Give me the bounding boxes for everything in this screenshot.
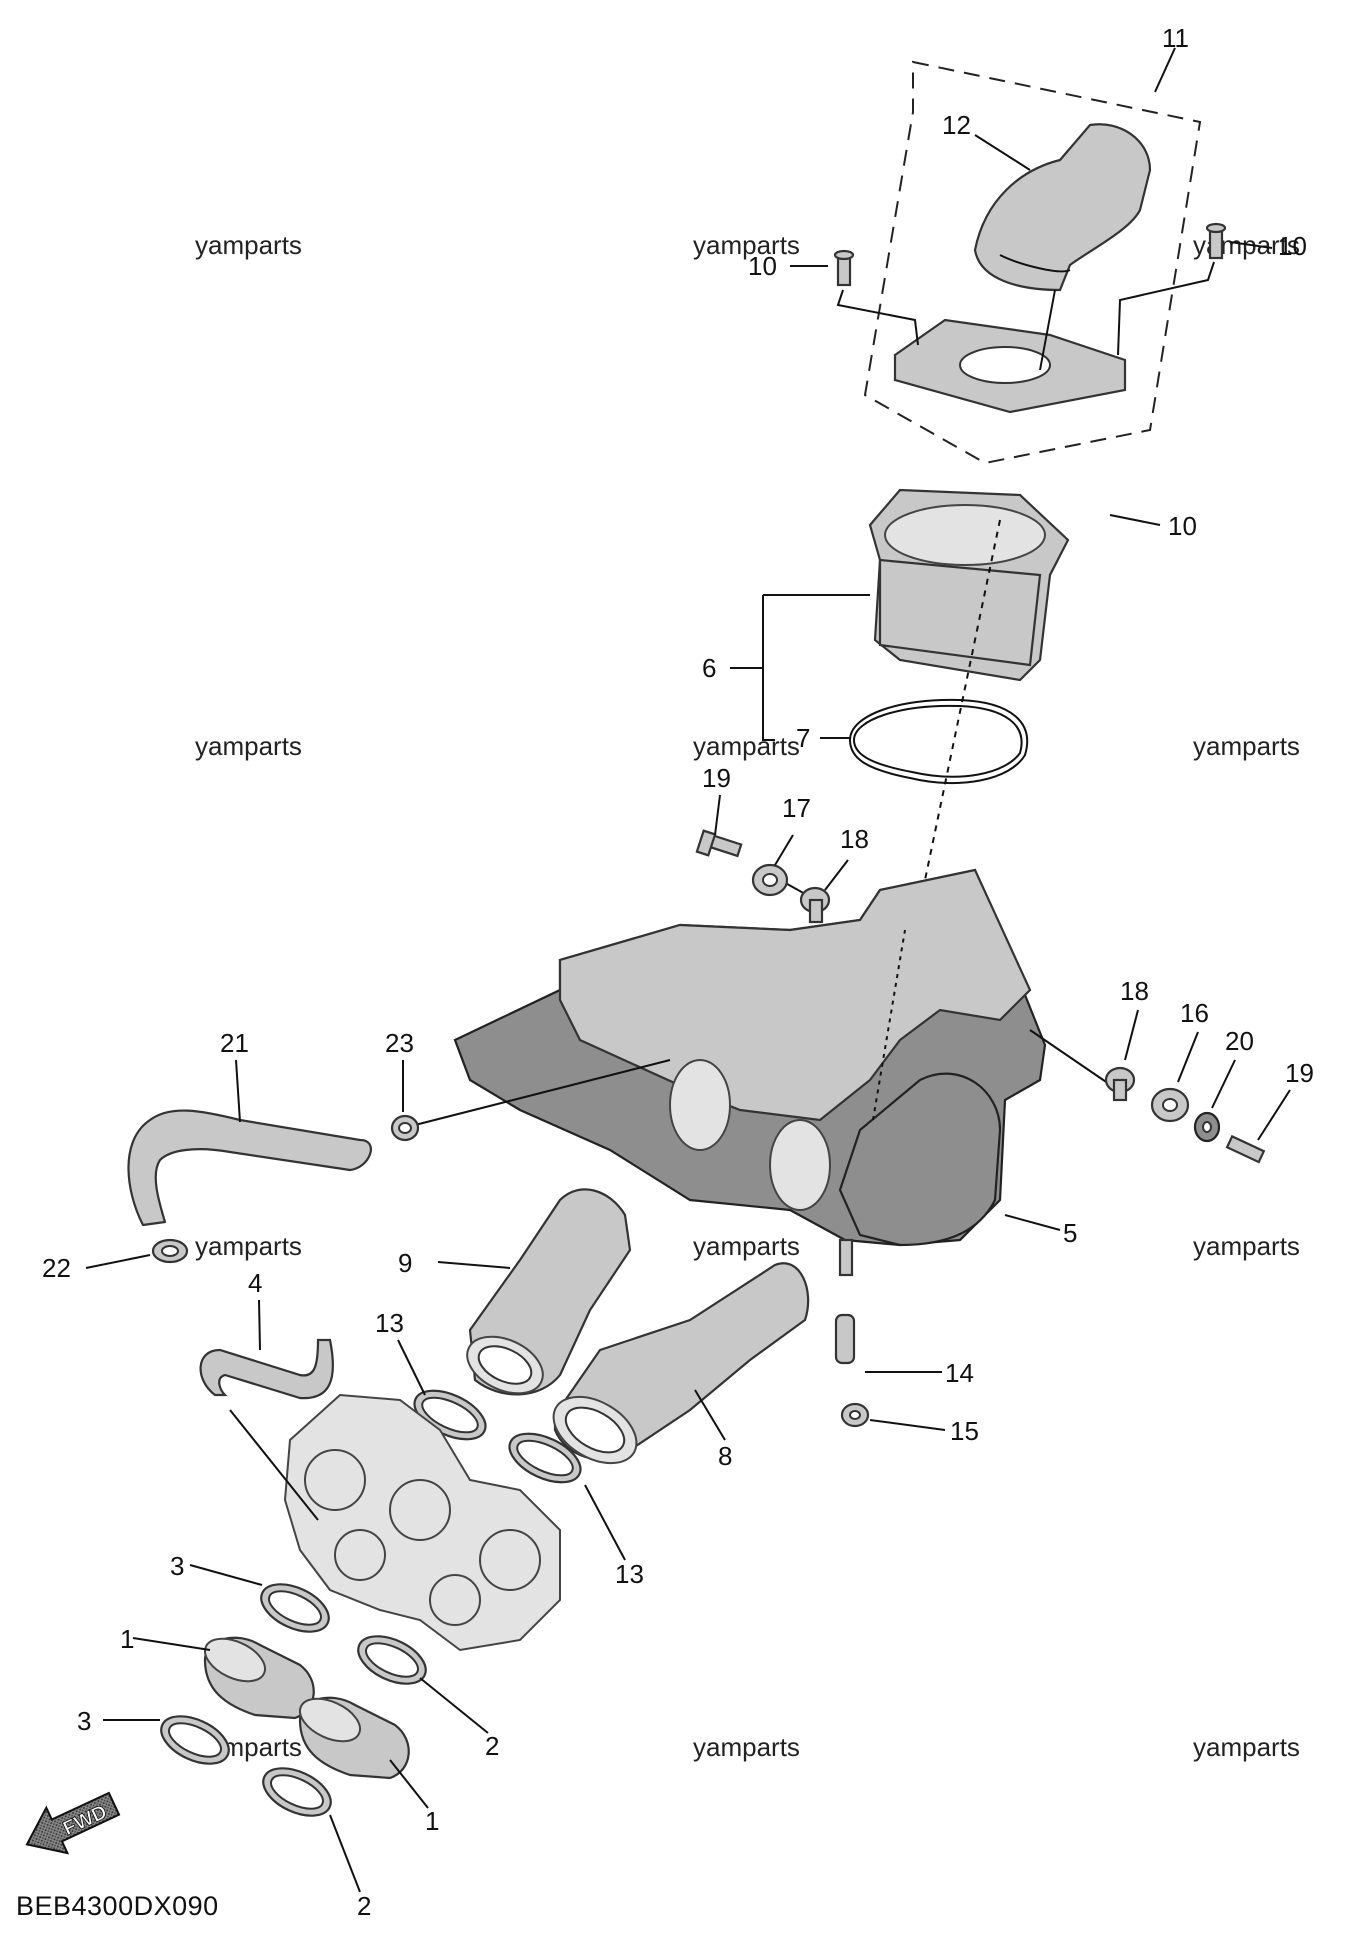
callout-7: 7 (796, 723, 810, 753)
washer-icon (1193, 1111, 1221, 1143)
grommet-icon (799, 886, 831, 924)
callout-13: 13 (615, 1559, 644, 1589)
callout-13: 13 (375, 1308, 404, 1338)
intake-duct-bend (973, 123, 1152, 292)
watermark: yamparts (693, 1231, 800, 1261)
callout-11: 11 (1162, 23, 1189, 53)
airbox (414, 868, 1116, 1247)
callout-21: 21 (220, 1028, 249, 1058)
bolt-icon (833, 249, 855, 287)
callout-20: 20 (1225, 1026, 1254, 1056)
callout-14: 14 (945, 1358, 974, 1388)
hose-clamp-icon (260, 1583, 330, 1633)
grommet-icon (1104, 1066, 1136, 1102)
callout-1: 1 (425, 1806, 439, 1836)
clip-icon (840, 1402, 870, 1428)
fastener-stack-right (1104, 1066, 1266, 1164)
watermark: yamparts (195, 731, 302, 761)
callout-18: 18 (840, 824, 869, 854)
hose-clamp-icon (508, 1432, 582, 1484)
callout-4: 4 (248, 1268, 262, 1298)
bolt-icon (695, 829, 743, 858)
vacuum-hose (199, 1338, 334, 1400)
callout-labels: 11 12 10 10 10 6 7 19 17 18 18 16 20 19 … (42, 23, 1314, 1921)
intake-boot-1 (203, 1636, 315, 1720)
watermark: yamparts (1193, 731, 1300, 761)
watermark: yamparts (693, 1732, 800, 1762)
callout-10: 10 (748, 251, 777, 281)
callout-10: 10 (1278, 231, 1307, 261)
bolt-icon (1225, 1134, 1266, 1164)
leader-lines (85, 47, 1291, 1893)
intake-boot-9 (466, 1188, 632, 1396)
callout-3: 3 (77, 1706, 91, 1736)
watermark: yamparts (693, 731, 800, 761)
hose-clamp-icon (151, 1238, 189, 1264)
watermark: yamparts (693, 230, 800, 260)
watermark: yamparts (195, 230, 302, 260)
callout-3: 3 (170, 1551, 184, 1581)
callout-2: 2 (357, 1891, 371, 1921)
callout-1: 1 (120, 1624, 134, 1654)
watermark: yamparts (1193, 1231, 1300, 1261)
watermarks: yamparts yamparts yamparts yamparts yamp… (195, 230, 1300, 1762)
intake-boot-1 (298, 1696, 410, 1780)
collar-icon (1150, 1087, 1190, 1123)
callout-18: 18 (1120, 976, 1149, 1006)
callout-17: 17 (782, 793, 811, 823)
gasket-ring (848, 698, 1029, 784)
hose-clamp-icon (357, 1635, 427, 1685)
callout-19: 19 (1285, 1058, 1314, 1088)
intake-boot-8 (552, 1262, 810, 1465)
callout-5: 5 (1063, 1218, 1077, 1248)
callout-23: 23 (385, 1028, 414, 1058)
intake-duct-assembly (833, 60, 1227, 465)
hose-clamp-icon (390, 1114, 420, 1142)
callout-19: 19 (702, 763, 731, 793)
intake-funnel (868, 488, 1070, 682)
breather-hose (127, 1109, 372, 1227)
callout-10: 10 (1168, 511, 1197, 541)
callout-15: 15 (950, 1416, 979, 1446)
watermark: yamparts (1193, 1732, 1300, 1762)
fwd-arrow-icon: FWD (25, 1791, 121, 1855)
callout-12: 12 (942, 110, 971, 140)
collar-icon (751, 863, 789, 897)
callout-2: 2 (485, 1731, 499, 1761)
diagram-code: BEB4300DX090 (16, 1891, 219, 1921)
sensor-icon (834, 1238, 856, 1365)
callout-8: 8 (718, 1441, 732, 1471)
callout-6: 6 (702, 653, 716, 683)
callout-16: 16 (1180, 998, 1209, 1028)
callout-22: 22 (42, 1253, 71, 1283)
hose-clamp-icon (160, 1715, 230, 1765)
hose-clamp-icon (262, 1767, 332, 1817)
throttle-body (283, 1393, 561, 1652)
fastener-stack-left (695, 829, 831, 924)
bolt-icon (1205, 222, 1227, 260)
callout-9: 9 (398, 1248, 412, 1278)
watermark: yamparts (195, 1231, 302, 1261)
